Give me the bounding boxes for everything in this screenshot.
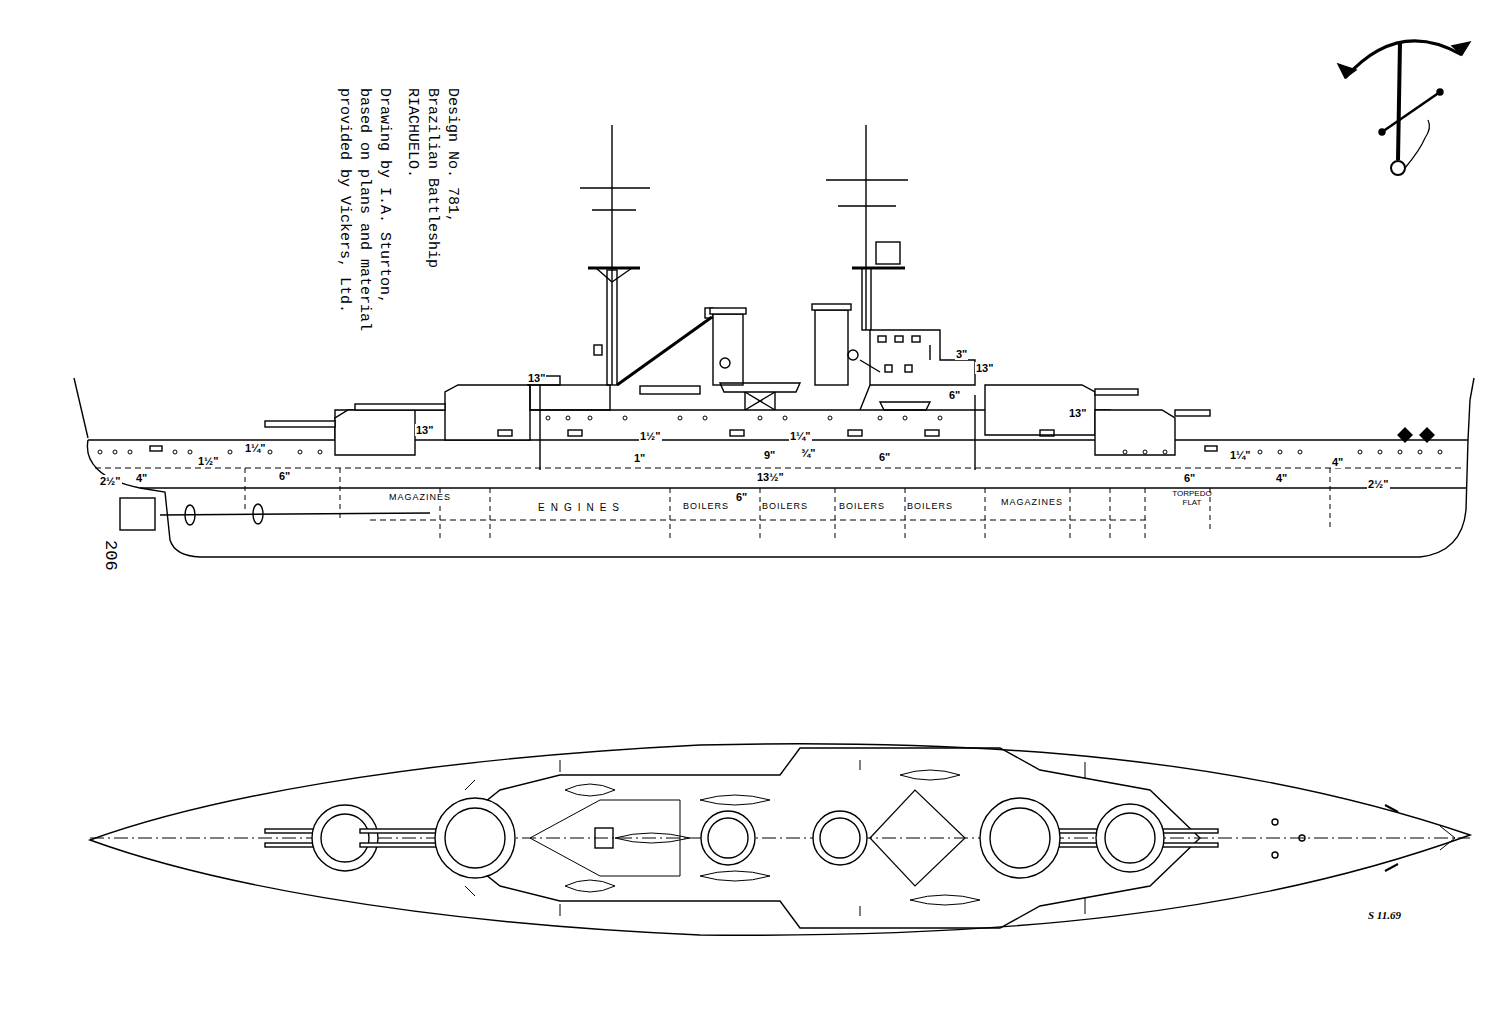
signature: S 11.69 xyxy=(1367,909,1402,921)
armor-thickness: 2½" xyxy=(1367,478,1390,490)
armor-thickness: 13" xyxy=(415,424,434,436)
page-number: 206 xyxy=(100,540,120,571)
armor-thickness: 6" xyxy=(1183,472,1196,484)
design-title: Design No. 781, Brazilian Battleship RIA… xyxy=(402,88,462,273)
compartment-label: BOILERS xyxy=(906,502,954,512)
armor-thickness: ¾" xyxy=(800,447,816,459)
compartment-label: BOILERS xyxy=(761,502,809,512)
armor-thickness: 1¼" xyxy=(244,442,267,454)
armor-thickness: 13" xyxy=(527,372,546,384)
armor-thickness: 9" xyxy=(763,449,776,461)
armor-thickness: 6" xyxy=(278,470,291,482)
armor-thickness: 3" xyxy=(955,348,968,360)
armor-thickness: 1¼" xyxy=(789,430,812,442)
armor-thickness: 4" xyxy=(135,472,148,484)
compartment-label: BOILERS xyxy=(838,502,886,512)
armor-thickness: 1¼" xyxy=(1229,449,1252,461)
drawing-credit: Drawing by I.A. Sturton, based on plans … xyxy=(334,88,394,336)
armor-thickness: 1½" xyxy=(639,430,662,442)
armor-thickness: 6" xyxy=(735,491,748,503)
armor-thickness: 1½" xyxy=(197,455,220,467)
armor-thickness: 13½" xyxy=(756,471,785,483)
armor-thickness: 1" xyxy=(633,452,646,464)
armor-thickness: 13" xyxy=(1068,407,1087,419)
armor-thickness: 4" xyxy=(1275,472,1288,484)
compartment-label: MAGAZINES xyxy=(1000,498,1064,508)
armor-thickness: 13" xyxy=(975,362,994,374)
armor-thickness: 6" xyxy=(878,451,891,463)
armor-thickness: 6" xyxy=(948,389,961,401)
compartment-label: MAGAZINES xyxy=(388,493,452,503)
armor-thickness: 4" xyxy=(1331,456,1344,468)
armor-thickness: 2½" xyxy=(99,475,122,487)
compartment-label: BOILERS xyxy=(682,502,730,512)
compartment-label: TORPEDO FLAT xyxy=(1162,490,1222,508)
compartment-label: ENGINES xyxy=(537,502,626,513)
